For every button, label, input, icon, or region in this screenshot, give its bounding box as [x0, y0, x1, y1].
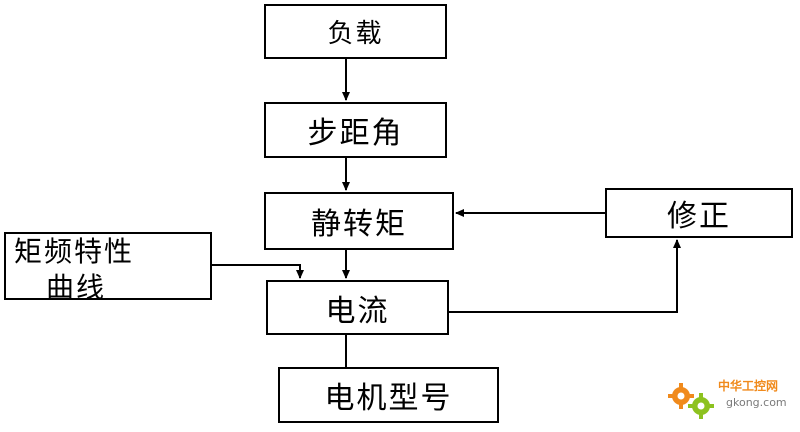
node-static-torque-label: 静转矩	[311, 207, 407, 242]
node-torque-frequency-curve: 矩频特性 曲线	[4, 232, 212, 304]
node-static-torque: 静转矩	[264, 192, 454, 250]
gkong-logo	[668, 383, 714, 419]
arrow-current-to-correction	[449, 239, 681, 313]
watermark-brand: 中华工控网	[718, 379, 779, 393]
node-load: 负载	[264, 4, 447, 59]
watermark-domain: gkong.com	[726, 396, 787, 409]
node-correction: 修正	[605, 188, 793, 238]
orange-gear-icon	[668, 383, 694, 409]
node-load-label: 负载	[327, 19, 384, 49]
node-current-label: 电流	[325, 293, 390, 329]
node-correction-label: 修正	[667, 199, 731, 234]
node-current: 电流	[266, 280, 449, 335]
node-step-angle: 步距角	[264, 102, 447, 158]
node-motor-model-label: 电机型号	[324, 381, 453, 416]
node-step-angle-label: 步距角	[307, 116, 404, 151]
arrow-curve-to-current	[212, 264, 304, 279]
node-curve-label-line2: 曲线	[46, 271, 107, 304]
node-motor-model: 电机型号	[278, 367, 499, 423]
node-curve-label-line1: 矩频特性	[14, 235, 135, 268]
green-gear-icon	[688, 393, 714, 419]
